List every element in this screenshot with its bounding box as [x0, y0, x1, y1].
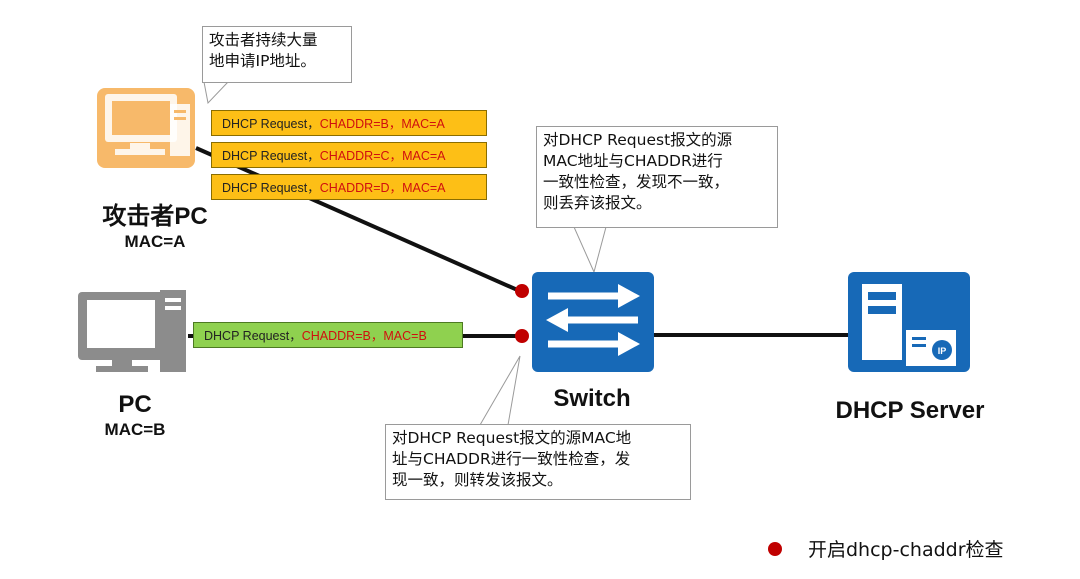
attacker-pc-mac: MAC=A — [124, 232, 186, 251]
attacker-pc-name: 攻击者PC — [102, 203, 208, 230]
packet-chaddr: CHADDR=B — [319, 117, 389, 131]
packet-chaddr: CHADDR=B — [301, 329, 371, 343]
attack-packet: DHCP Request，CHADDR=C，MAC=A — [211, 142, 487, 168]
switch-forward-callout: 对DHCP Request报文的源MAC地 址与CHADDR进行一致性检查，发 … — [385, 424, 691, 500]
attack-packet: DHCP Request，CHADDR=B，MAC=A — [211, 110, 487, 136]
pc-icon — [78, 290, 186, 372]
switch-top-callout-tail — [573, 226, 607, 274]
packet-type: DHCP Request， — [204, 329, 302, 343]
packet-type: DHCP Request， — [222, 149, 320, 163]
packet-separator: ， — [389, 181, 403, 195]
switch-forward-callout-line: 现一致，则转发该报文。 — [392, 471, 563, 489]
packet-chaddr: CHADDR=D — [319, 181, 390, 195]
attacker-pc-label: 攻击者PC MAC=A — [70, 202, 240, 252]
pc-label: PC MAC=B — [70, 390, 200, 440]
legend: 开启dhcp-chaddr检查 — [768, 535, 1004, 562]
pc-name: PC — [118, 391, 152, 418]
switch-icon — [532, 272, 654, 372]
pc-mac: MAC=B — [104, 420, 166, 439]
switch-drop-callout-line: MAC地址与CHADDR进行 — [543, 152, 723, 170]
packet-mac: MAC=A — [401, 117, 445, 131]
switch-label: Switch — [553, 385, 631, 412]
packet-mac: MAC=A — [402, 149, 446, 163]
svg-text:IP: IP — [938, 346, 947, 356]
packet-separator: ， — [389, 149, 403, 163]
legend-label: 开启dhcp-chaddr检查 — [808, 539, 1004, 561]
switch-drop-callout: 对DHCP Request报文的源 MAC地址与CHADDR进行 一致性检查，发… — [536, 126, 778, 228]
attacker-callout-line: 攻击者持续大量 — [209, 31, 318, 49]
attack-packet: DHCP Request，CHADDR=D，MAC=A — [211, 174, 487, 200]
packet-chaddr: CHADDR=C — [319, 149, 390, 163]
packet-separator: ， — [370, 329, 384, 343]
pc-packet: DHCP Request，CHADDR=B，MAC=B — [193, 322, 463, 348]
packet-type: DHCP Request， — [222, 117, 320, 131]
legend-dot-icon — [768, 541, 782, 556]
check-dot-attacker-port — [515, 284, 529, 298]
dhcp-server-icon: IP — [848, 272, 970, 372]
attacker-pc-icon — [97, 88, 195, 168]
switch-drop-callout-line: 对DHCP Request报文的源 — [543, 131, 733, 149]
packet-mac: MAC=A — [402, 181, 446, 195]
attacker-callout-line: 地申请IP地址。 — [209, 52, 316, 70]
switch-drop-callout-line: 则丢弃该报文。 — [543, 194, 652, 212]
switch-drop-callout-line: 一致性检查，发现不一致， — [543, 173, 730, 191]
packet-type: DHCP Request， — [222, 181, 320, 195]
attacker-callout-tail — [203, 81, 230, 105]
dhcp-server-label: DHCP Server — [835, 397, 985, 424]
check-dot-pc-port — [515, 329, 529, 343]
attacker-callout: 攻击者持续大量 地申请IP地址。 — [202, 26, 352, 83]
switch-forward-callout-line: 址与CHADDR进行一致性检查，发 — [392, 450, 631, 468]
switch-bottom-callout-tail — [479, 355, 521, 426]
attacker-link — [195, 146, 523, 294]
packet-separator: ， — [388, 117, 402, 131]
switch-forward-callout-line: 对DHCP Request报文的源MAC地 — [392, 429, 632, 447]
packet-mac: MAC=B — [383, 329, 427, 343]
